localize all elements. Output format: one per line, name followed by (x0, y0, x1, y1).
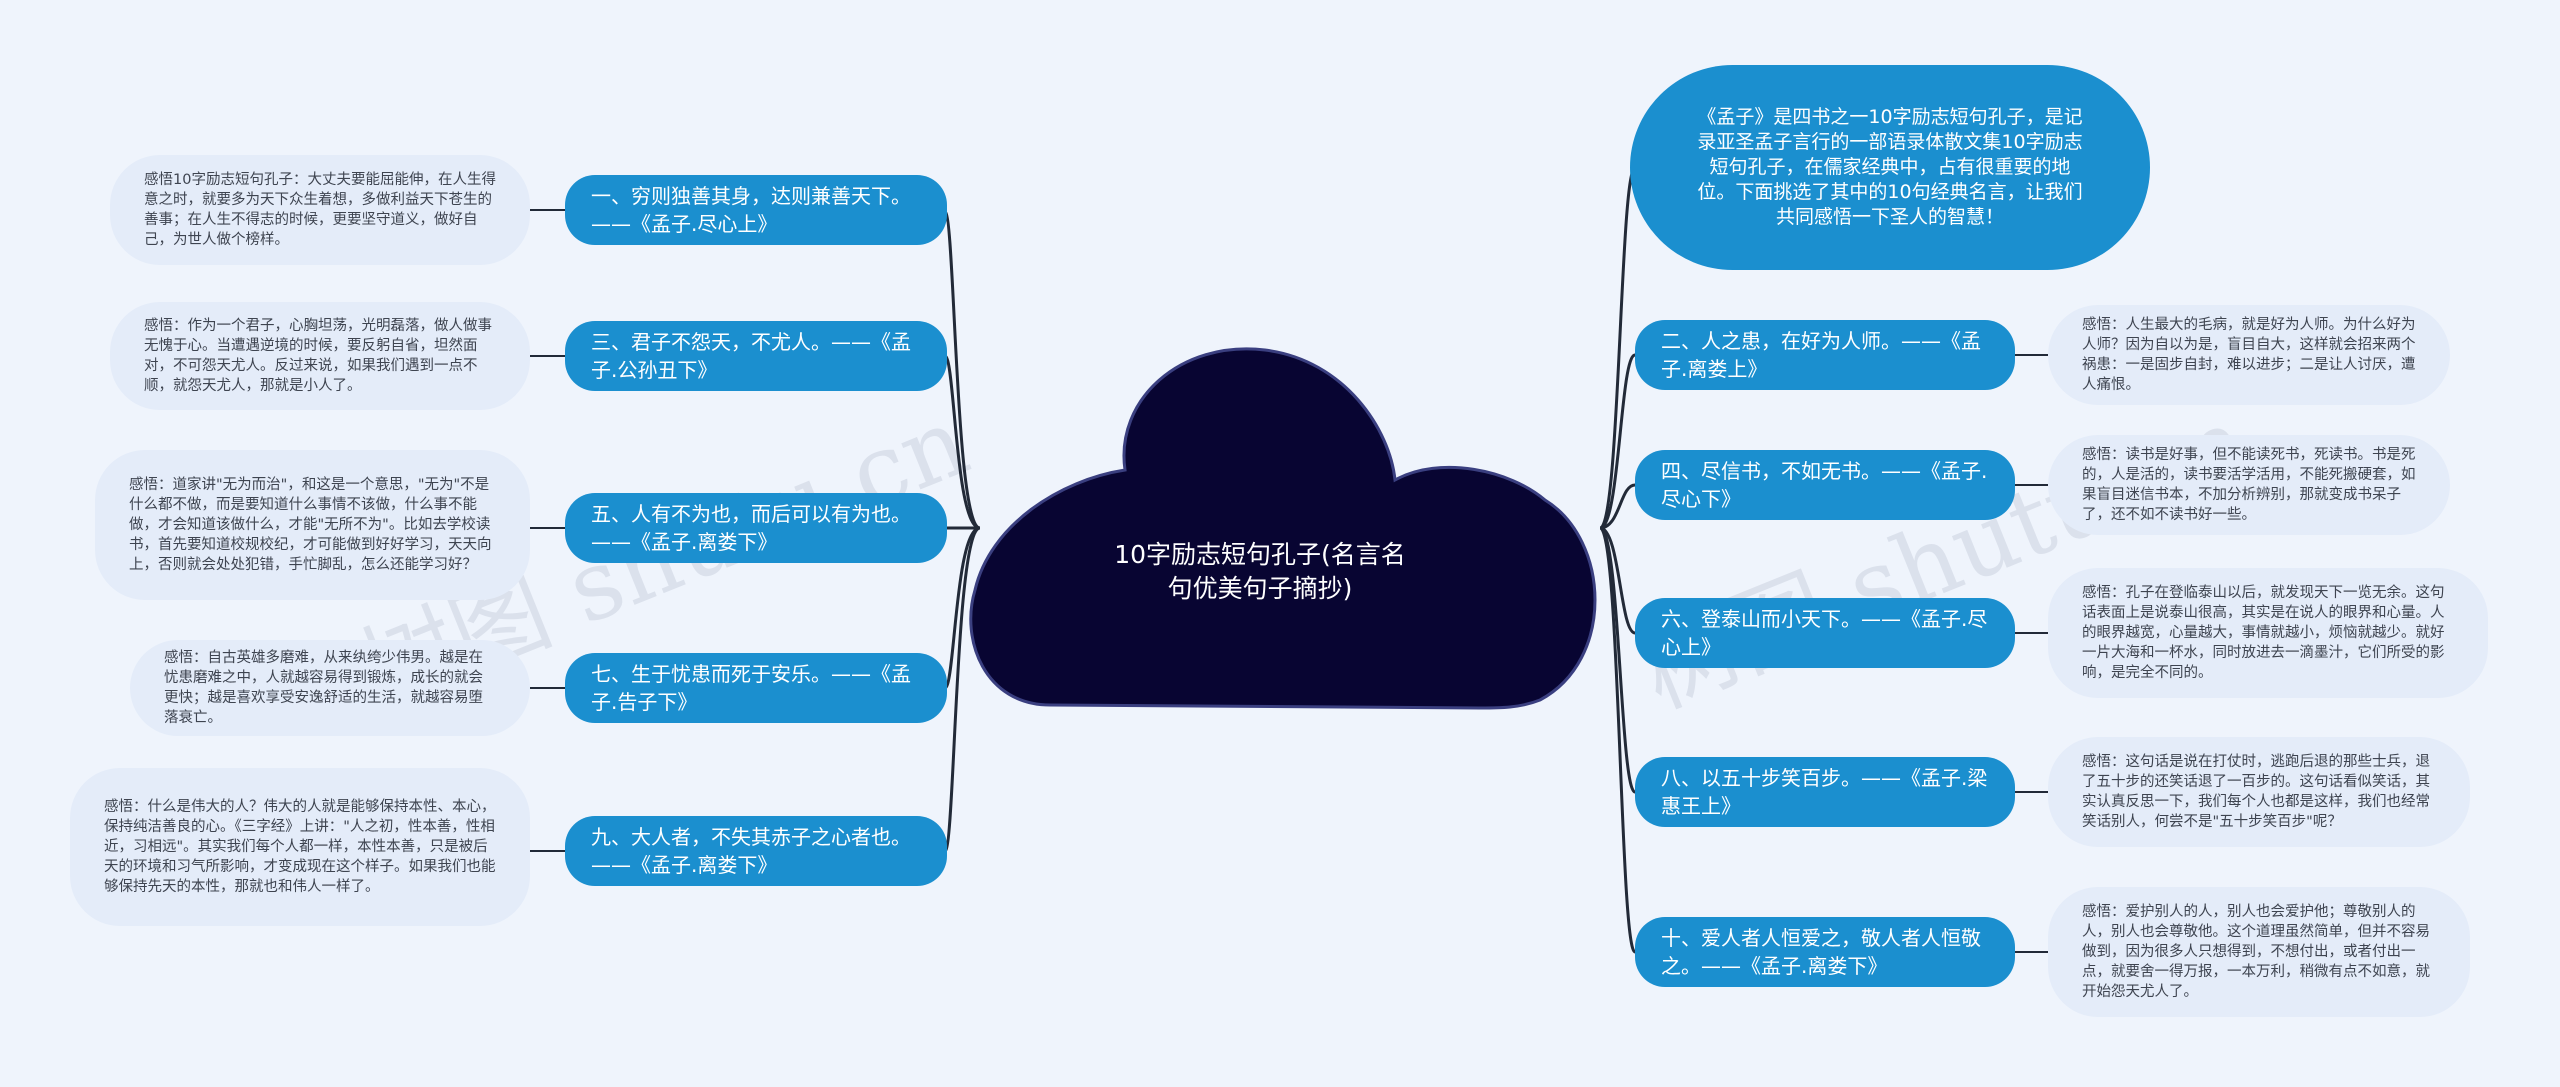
quote-node-8[interactable]: 八、以五十步笑百步。——《孟子.梁惠王上》 (1635, 757, 2015, 827)
quote-node-10[interactable]: 十、爱人者人恒爱之，敬人者人恒敬之。——《孟子.离娄下》 (1635, 917, 2015, 987)
connector-right-2 (1599, 353, 1637, 530)
insight-note-9: 感悟：什么是伟大的人？伟大的人就是能够保持本性、本心，保持纯洁善良的心。《三字经… (70, 768, 530, 926)
insight-note-10: 感悟：爱护别人的人，别人也会爱护他；尊敬别人的人，别人也会尊敬他。这个道理虽然简… (2048, 887, 2470, 1017)
insight-note-8: 感悟：这句话是说在打仗时，逃跑后退的那些士兵，退了五十步的还笑话退了一百步的。这… (2048, 737, 2470, 847)
connector-left-3 (943, 354, 981, 530)
connector-right-6 (1599, 526, 1636, 635)
quote-node-6[interactable]: 六、登泰山而小天下。——《孟子.尽心上》 (1635, 598, 2015, 668)
connector-right-10 (1598, 526, 1637, 954)
quote-node-2[interactable]: 二、人之患，在好为人师。——《孟子.离娄上》 (1635, 320, 2015, 390)
insight-note-6: 感悟：孔子在登临泰山以后，就发现天下一览无余。这句话表面上是说泰山很高，其实是在… (2048, 568, 2488, 698)
quote-node-7[interactable]: 七、生于忧患而死于安乐。——《孟子.告子下》 (565, 653, 947, 723)
connector-left-9 (943, 526, 981, 853)
insight-note-2: 感悟：人生最大的毛病，就是好为人师。为什么好为人师？因为自以为是，盲目自大，这样… (2048, 305, 2450, 405)
quote-node-9[interactable]: 九、大人者，不失其赤子之心者也。——《孟子.离娄下》 (565, 816, 947, 886)
quote-node-1[interactable]: 一、穷则独善其身，达则兼善天下。——《孟子.尽心上》 (565, 175, 947, 245)
insight-note-4: 感悟：读书是好事，但不能读死书，死读书。书是死的，人是活的，读书要活学活用，不能… (2048, 435, 2450, 535)
intro-node[interactable]: 《孟子》是四书之一10字励志短句孔子，是记录亚圣孟子言行的一部语录体散文集10字… (1630, 65, 2150, 270)
insight-note-5: 感悟：道家讲"无为而治"，和这是一个意思，"无为"不是什么都不做，而是要知道什么… (95, 450, 530, 600)
connector-intro (1598, 166, 1637, 530)
central-topic[interactable]: 10字励志短句孔子(名言名句优美句子摘抄) (1114, 540, 1406, 603)
central-cloud-shape (969, 347, 1597, 710)
insight-note-7: 感悟：自古英雄多磨难，从来纨绔少伟男。越是在忧患磨难之中，人就越容易得到锻炼，成… (130, 640, 530, 736)
insight-note-3: 感悟：作为一个君子，心胸坦荡，光明磊落，做人做事无愧于心。当遭遇逆境的时候，要反… (110, 302, 530, 410)
connector-left-1 (943, 210, 981, 530)
quote-node-4[interactable]: 四、尽信书，不如无书。——《孟子.尽心下》 (1635, 450, 2015, 520)
quote-node-5[interactable]: 五、人有不为也，而后可以有为也。——《孟子.离娄下》 (565, 493, 947, 563)
connector-right-4 (1599, 483, 1636, 530)
insight-note-1: 感悟10字励志短句孔子：大丈夫要能屈能伸，在人生得意之时，就要多为天下众生着想，… (110, 155, 530, 265)
quote-node-3[interactable]: 三、君子不怨天，不尤人。——《孟子.公孙丑下》 (565, 321, 947, 391)
connector-left-7 (943, 526, 981, 690)
